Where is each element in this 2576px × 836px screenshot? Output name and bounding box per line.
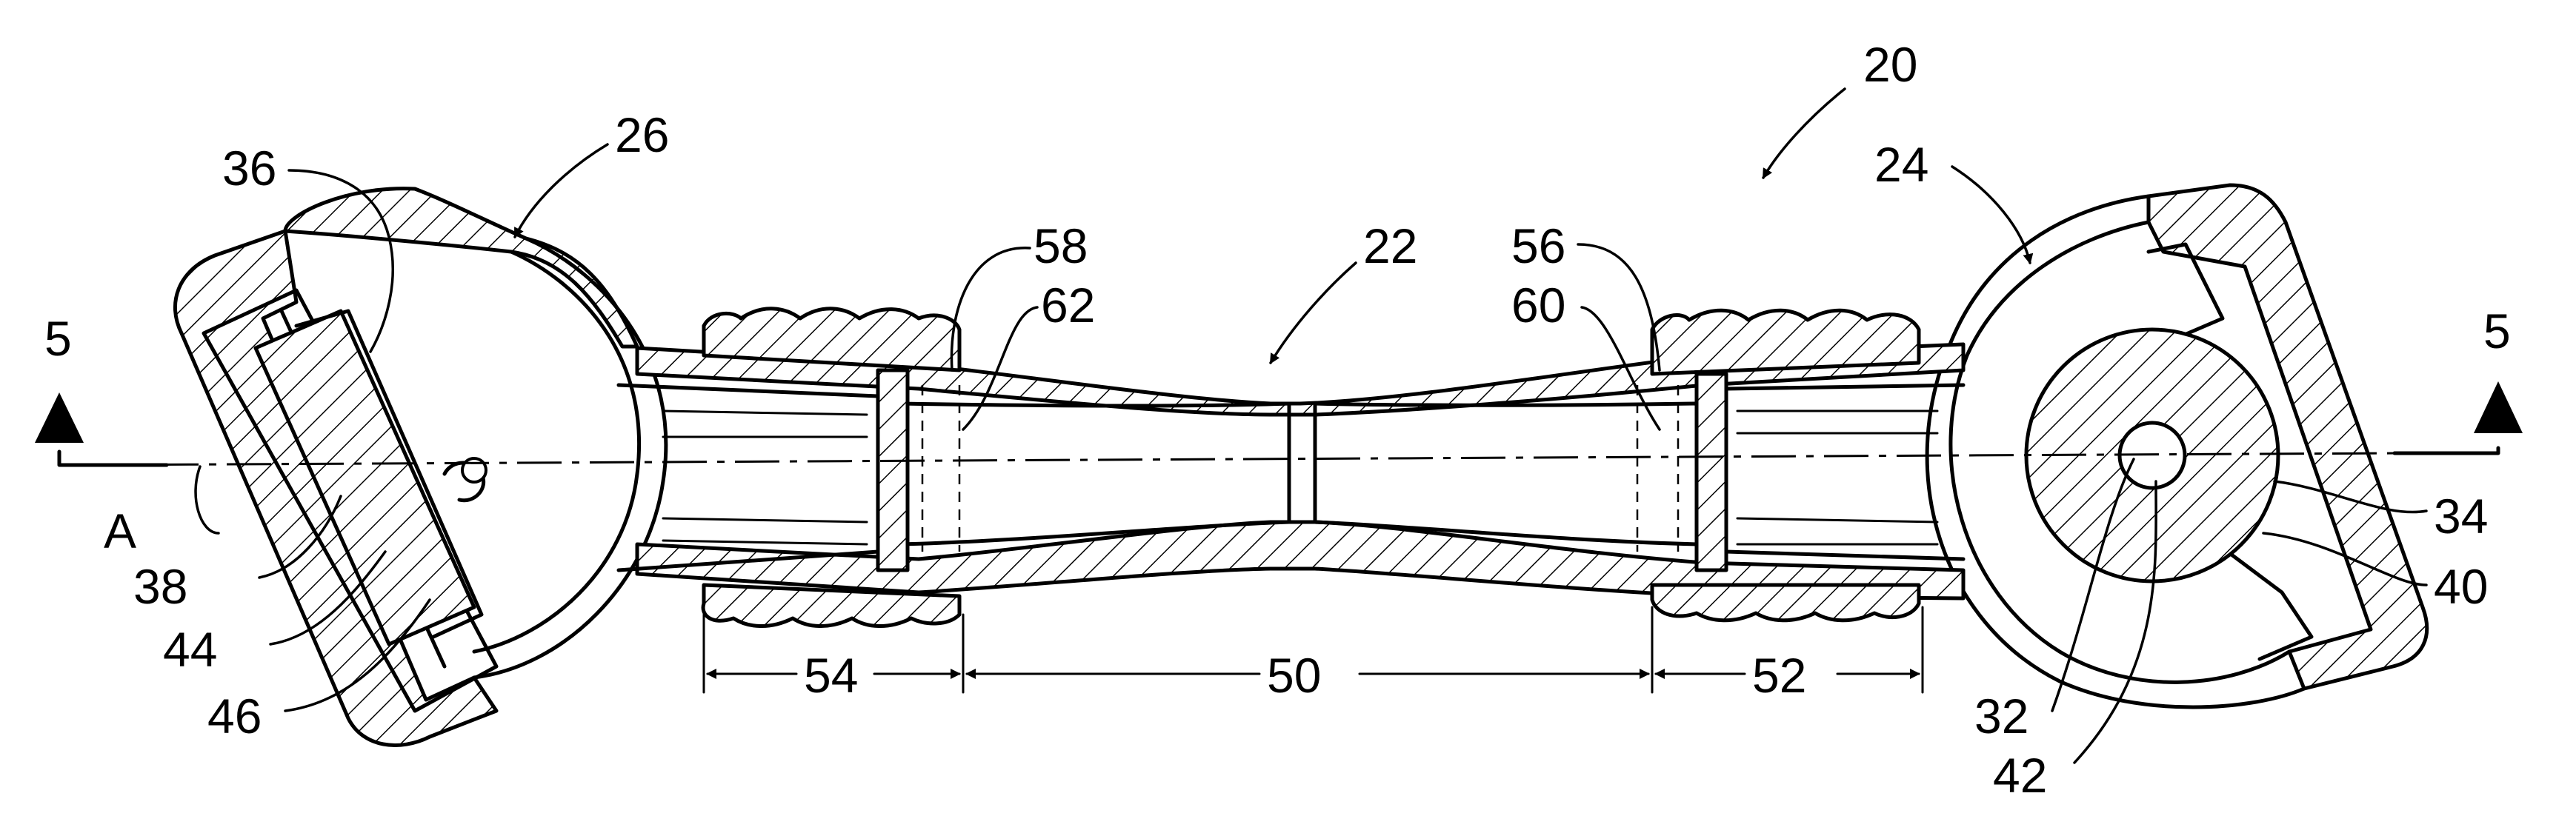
- label-24: 24: [1874, 137, 1928, 192]
- label-46: 46: [207, 689, 262, 743]
- label-20: 20: [1863, 37, 1917, 92]
- label-60: 60: [1511, 278, 1565, 332]
- label-32: 32: [1974, 689, 2028, 743]
- label-section-right: 5: [2483, 304, 2511, 358]
- label-52: 52: [1752, 648, 1806, 703]
- label-section-left: 5: [44, 311, 72, 366]
- label-54: 54: [804, 648, 858, 703]
- label-44: 44: [163, 622, 217, 677]
- label-56: 56: [1511, 218, 1565, 273]
- section-marker-right: [2394, 381, 2523, 453]
- label-34: 34: [2434, 489, 2488, 544]
- label-42: 42: [1993, 748, 2047, 803]
- label-axis-a: A: [104, 504, 136, 558]
- label-50: 50: [1267, 648, 1321, 703]
- label-36: 36: [222, 141, 276, 195]
- label-22: 22: [1363, 218, 1417, 273]
- left-housing-26: [175, 189, 665, 746]
- shaft-22: [619, 309, 1963, 626]
- label-62: 62: [1041, 278, 1095, 332]
- label-40: 40: [2434, 559, 2488, 614]
- label-58: 58: [1034, 218, 1088, 273]
- label-26: 26: [615, 107, 669, 162]
- section-marker-left: [35, 392, 167, 465]
- label-38: 38: [133, 559, 187, 614]
- right-housing-24: [1927, 185, 2427, 707]
